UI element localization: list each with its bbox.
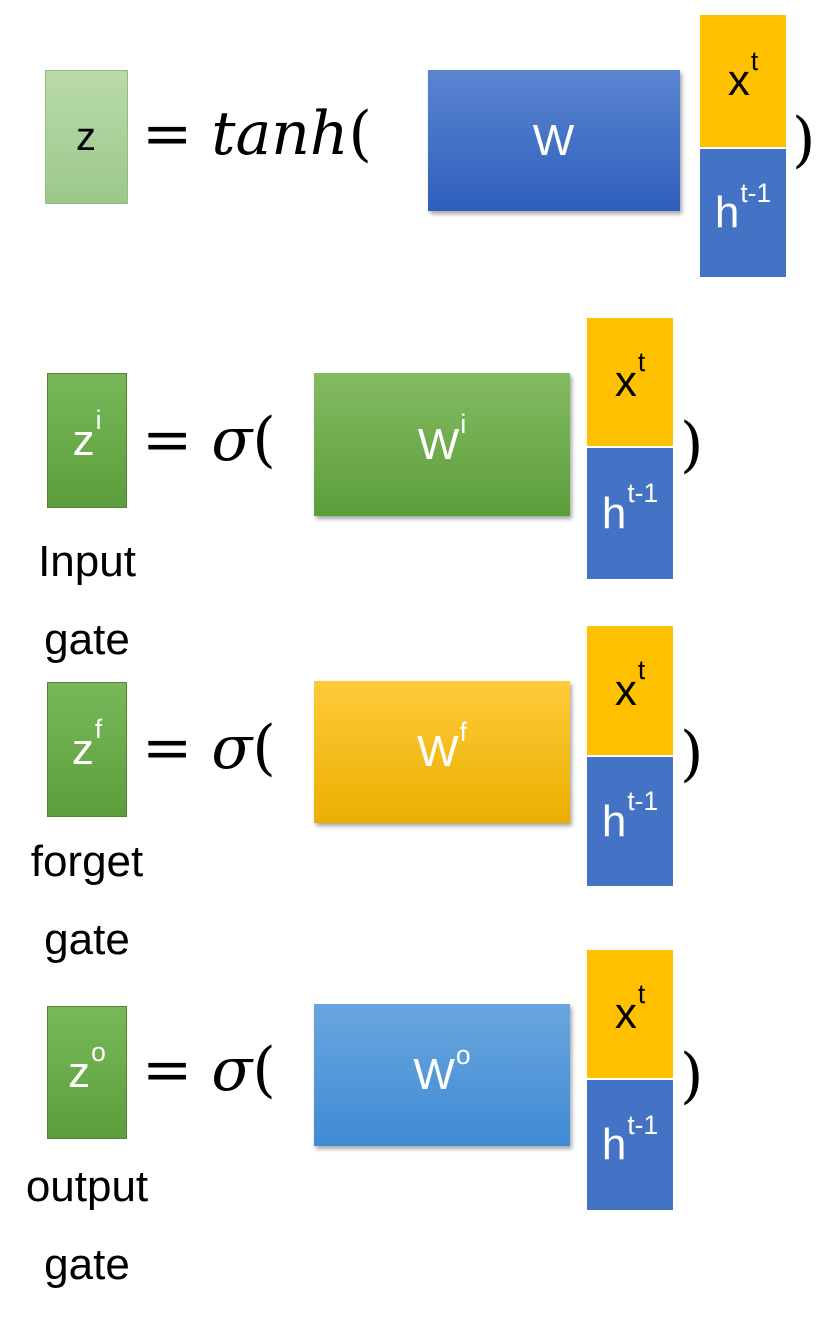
w-superscript: o xyxy=(455,1039,471,1070)
equals-sign: = xyxy=(142,405,193,475)
sigma-expression: = σ( xyxy=(142,718,276,778)
z-label: z xyxy=(72,415,95,465)
close-paren: ) xyxy=(792,105,816,175)
h-label: h xyxy=(601,796,627,846)
z-label: z xyxy=(71,724,94,774)
w-label: W xyxy=(532,115,575,165)
h-label: h xyxy=(601,488,627,538)
open-paren: ( xyxy=(252,405,276,475)
z-superscript: o xyxy=(91,1037,106,1068)
w-superscript: i xyxy=(460,409,467,440)
gate-label-line2: gate xyxy=(44,1240,130,1289)
gate-label-line1: output xyxy=(25,1162,149,1211)
open-paren: ( xyxy=(252,1035,276,1105)
open-paren: ( xyxy=(348,99,372,169)
z-superscript: i xyxy=(95,405,102,436)
w-label: W xyxy=(417,727,459,776)
tanh-function: tanh xyxy=(211,99,349,169)
z-cell-input-box: z xyxy=(45,70,128,204)
open-paren: ( xyxy=(252,713,276,783)
w-superscript: f xyxy=(459,716,467,747)
close-paren: ) xyxy=(680,1041,704,1111)
gate-label-line2: gate xyxy=(44,915,130,964)
z-label: z xyxy=(68,1047,91,1097)
x-label: x xyxy=(727,56,750,105)
x-superscript: t xyxy=(750,45,759,76)
gate-label-line1: Input xyxy=(38,537,136,586)
h-superscript: t-1 xyxy=(627,1109,659,1140)
x-superscript: t xyxy=(637,655,646,686)
x-label: x xyxy=(614,357,637,406)
sigma-function: σ xyxy=(211,713,253,783)
x-superscript: t xyxy=(637,978,646,1009)
weight-matrix-w: W xyxy=(428,70,680,211)
w-label: W xyxy=(413,1050,455,1099)
equals-sign: = xyxy=(142,1035,193,1105)
sigma-function: σ xyxy=(211,405,253,475)
tanh-expression: = tanh( xyxy=(142,104,372,164)
gate-label-line2: gate xyxy=(44,615,130,664)
gate-label-line1: forget xyxy=(30,837,144,886)
equals-sign: = xyxy=(142,99,193,169)
sigma-expression: = σ( xyxy=(142,410,276,470)
x-label: x xyxy=(614,665,637,715)
close-paren: ) xyxy=(680,719,704,789)
sigma-expression: = σ( xyxy=(142,1040,276,1100)
x-label: x xyxy=(614,989,637,1038)
x-superscript: t xyxy=(637,346,646,377)
h-superscript: t-1 xyxy=(627,478,659,509)
h-label: h xyxy=(601,1120,627,1169)
sigma-function: σ xyxy=(211,1035,253,1105)
equals-sign: = xyxy=(142,713,193,783)
w-label: W xyxy=(417,419,460,469)
h-label: h xyxy=(714,188,740,237)
close-paren: ) xyxy=(680,410,704,480)
h-superscript: t-1 xyxy=(740,177,772,208)
z-label: z xyxy=(76,114,96,159)
h-superscript: t-1 xyxy=(627,786,659,817)
z-superscript: f xyxy=(94,714,103,745)
